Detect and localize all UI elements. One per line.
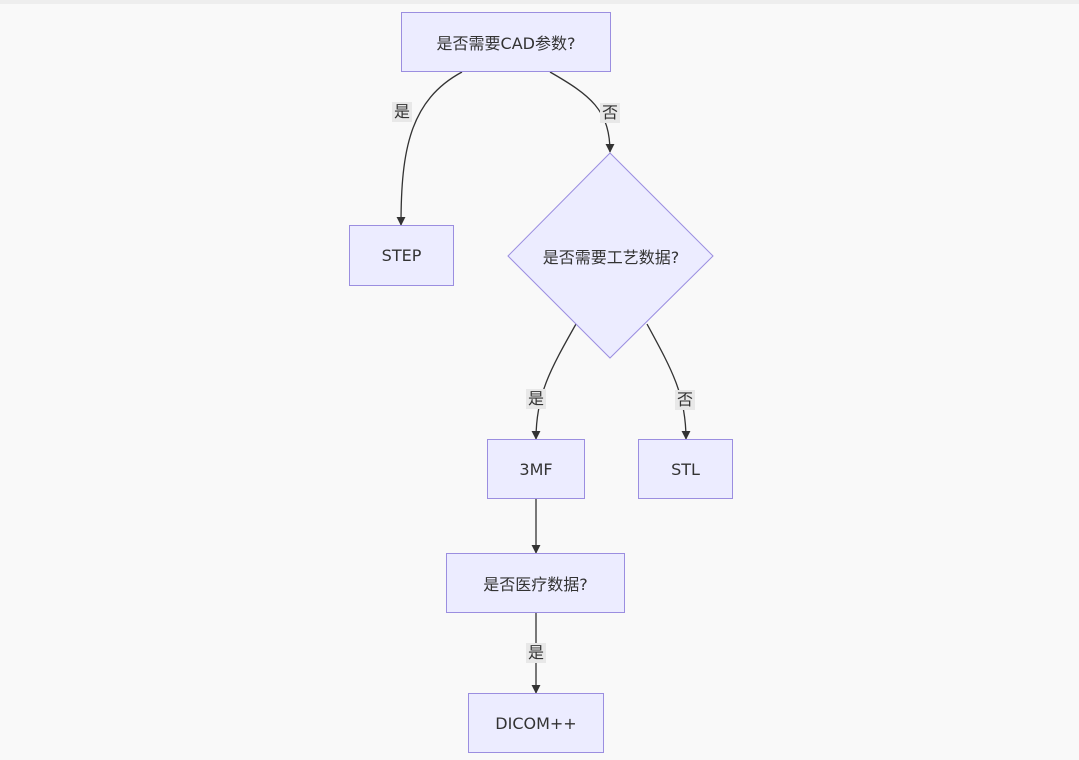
- edge-label-cad-no: 否: [599, 103, 621, 123]
- edge-label-process-yes: 是: [525, 389, 547, 409]
- node-dicom: DICOM++: [468, 693, 604, 753]
- edge-label-cad-yes: 是: [391, 102, 413, 122]
- edge-cad-to-process: [549, 71, 615, 153]
- top-strip: [0, 0, 1079, 4]
- node-3mf: 3MF: [487, 439, 585, 499]
- node-process-question: 是否需要工艺数据?: [542, 248, 680, 267]
- edge-process-to-3mf: [531, 323, 577, 440]
- edge-label-process-no: 否: [674, 390, 696, 410]
- node-medical-question: 是否医疗数据?: [446, 553, 625, 613]
- edge-cad-to-step: [396, 71, 463, 226]
- edge-label-medical-yes: 是: [525, 643, 547, 663]
- edge-process-to-stl: [646, 323, 691, 440]
- node-cad-question: 是否需要CAD参数?: [401, 12, 611, 72]
- node-step: STEP: [349, 225, 454, 286]
- process-decision-diamond: [507, 152, 714, 359]
- node-stl: STL: [638, 439, 733, 499]
